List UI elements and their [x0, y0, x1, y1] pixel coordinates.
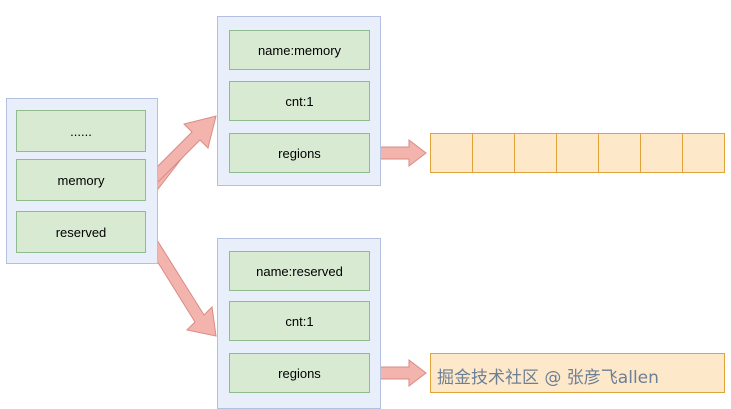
reserved-cell-name[interactable]: name:reserved [229, 251, 370, 291]
watermark-text: 掘金技术社区 @ 张彦飞allen [437, 368, 659, 388]
reserved-cell-cnt[interactable]: cnt:1 [229, 301, 370, 341]
array-segment [599, 134, 641, 172]
arrow-memory-regions-to-array [376, 138, 427, 168]
memblock-cell-ellipsis[interactable]: ...... [16, 110, 146, 152]
memblock-cell-memory[interactable]: memory [16, 159, 146, 201]
memory-cell-name[interactable]: name:memory [229, 30, 370, 70]
array-segment [683, 134, 724, 172]
array-segment [431, 134, 473, 172]
reserved-cell-regions[interactable]: regions [229, 353, 370, 393]
arrow-memory-to-memory-struct [150, 116, 216, 190]
memory-cell-cnt[interactable]: cnt:1 [229, 81, 370, 121]
arrow-memory-to-memory-struct-2 [147, 115, 217, 185]
arrow-reserved-regions-to-array [376, 358, 427, 388]
reserved-regions-array[interactable] [430, 353, 725, 393]
array-segment [473, 134, 515, 172]
memory-cell-regions[interactable]: regions [229, 133, 370, 173]
array-segment [515, 134, 557, 172]
memblock-cell-reserved[interactable]: reserved [16, 211, 146, 253]
array-segment [557, 134, 599, 172]
memory-regions-array[interactable] [430, 133, 725, 173]
array-segment [641, 134, 683, 172]
